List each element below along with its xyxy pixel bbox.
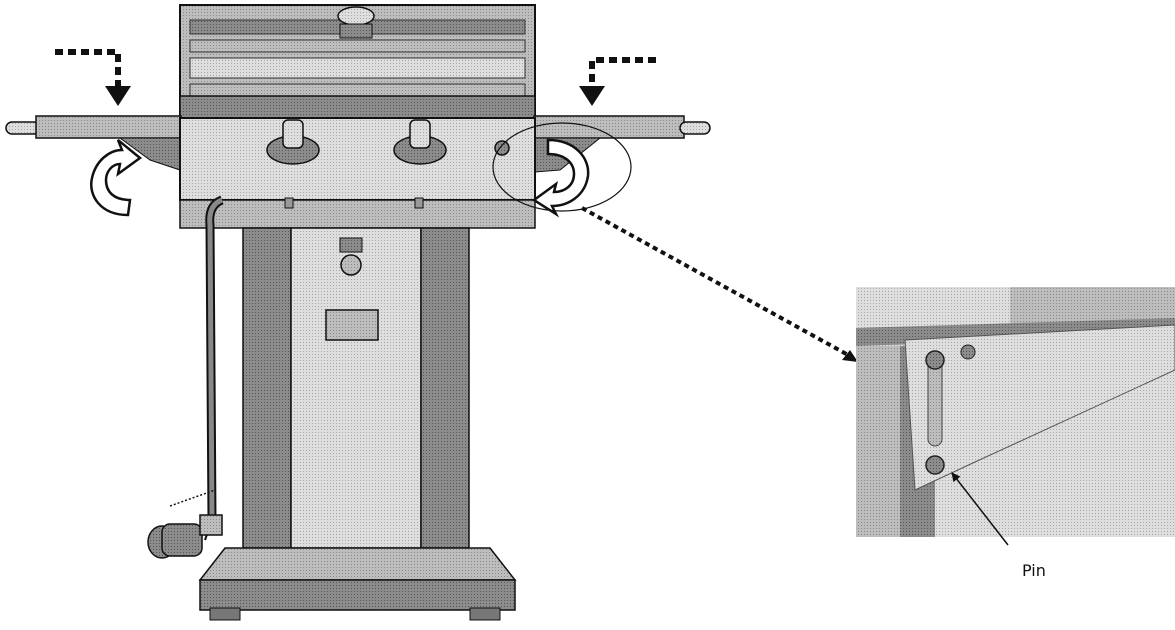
left-side-shelf [5, 115, 182, 171]
control-panel [179, 117, 536, 229]
dashed-down-arrow-icon [579, 57, 656, 106]
pin-label: Pin [1022, 561, 1046, 580]
cart-body [242, 227, 470, 549]
gas-hose [204, 195, 224, 541]
burner-knob-right [393, 119, 447, 165]
pin-leader-arrow-icon [951, 472, 1009, 546]
thermometer-icon [337, 6, 375, 39]
bracket-slot [925, 344, 976, 447]
detail-callout-circle [492, 122, 632, 212]
rotate-arrow-icon [531, 138, 590, 218]
cart-base [198, 547, 517, 621]
cart-handle [325, 309, 379, 341]
caster-wheel [469, 607, 501, 621]
burner-knob-left [266, 119, 320, 165]
grill-lid [179, 4, 536, 119]
gas-regulator [147, 489, 223, 559]
bottle-opener-icon [339, 237, 363, 276]
detail-inset [856, 287, 1175, 537]
dotted-leader-arrow-icon [581, 206, 858, 362]
dashed-down-arrow-icon [55, 49, 131, 106]
igniter-button [494, 140, 510, 156]
rotate-arrow-icon [90, 139, 143, 217]
caster-wheel [209, 607, 241, 621]
pin [925, 455, 945, 475]
